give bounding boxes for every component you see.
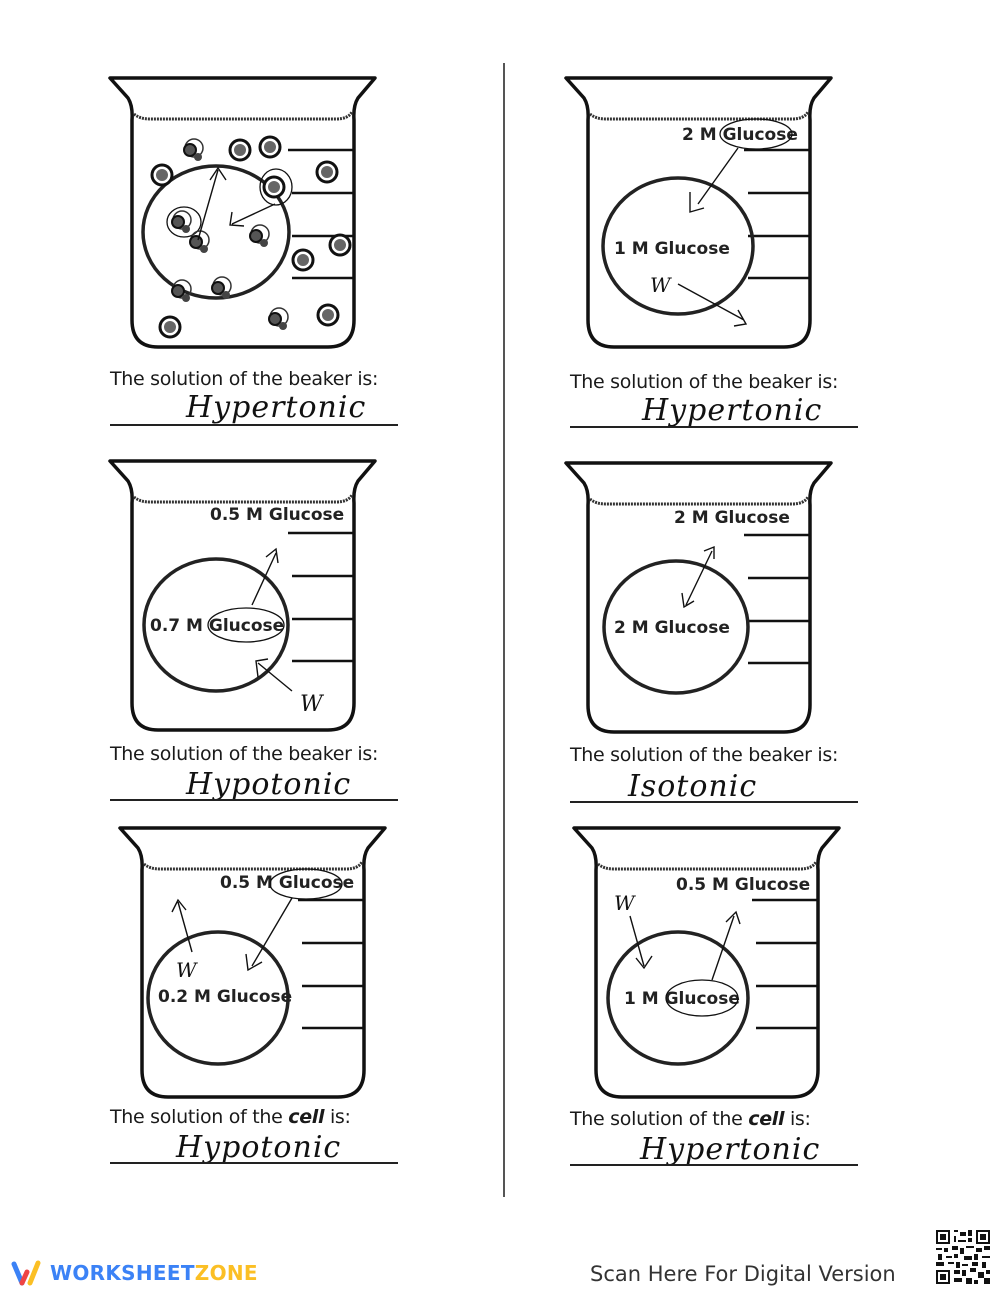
answer-line — [570, 1164, 858, 1166]
panel-beaker-4: 2 M Glucose 2 M Glucose The solution of … — [560, 447, 860, 827]
panel-beaker-5: 0.5 M Glucose 0.2 M Glucose W The soluti… — [100, 812, 400, 1192]
scan-caption: Scan Here For Digital Version — [590, 1262, 896, 1286]
answer-line — [570, 801, 858, 803]
handwritten-answer[interactable]: Hypertonic — [640, 1132, 821, 1167]
beaker-diagram-molecules — [108, 76, 377, 349]
prompt-subject: cell — [748, 1108, 785, 1130]
question-prompt: The solution of the cell is: — [570, 1108, 811, 1130]
answer-line — [110, 1162, 398, 1164]
outside-label: 0.5 M Glucose — [220, 873, 354, 893]
handwritten-answer[interactable]: Hypotonic — [186, 767, 352, 802]
qr-code-icon[interactable] — [934, 1228, 992, 1286]
handwritten-answer[interactable]: Hypotonic — [176, 1130, 342, 1165]
outside-label: 0.5 M Glucose — [676, 875, 810, 895]
panel-beaker-3: 0.5 M Glucose 0.7 M Glucose W The soluti… — [100, 445, 400, 825]
handwritten-answer[interactable]: Hypertonic — [642, 393, 823, 428]
panel-beaker-2: 2 M Glucose 1 M Glucose W The solution o… — [560, 60, 860, 440]
outside-label: 2 M Glucose — [674, 508, 790, 528]
panel-beaker-1: The solution of the beaker is: Hypertoni… — [100, 60, 400, 440]
outside-label: 0.5 M Glucose — [210, 505, 344, 525]
answer-line — [570, 426, 858, 428]
inside-label: 2 M Glucose — [614, 618, 730, 638]
inside-label: 1 M Glucose — [624, 989, 740, 1009]
question-prompt: The solution of the cell is: — [110, 1106, 351, 1128]
prompt-subject: beaker — [748, 744, 812, 766]
beaker-diagram: 2 M Glucose 2 M Glucose — [564, 461, 833, 734]
brand-logo[interactable]: WORKSHEETZONE — [10, 1258, 258, 1288]
answer-line — [110, 424, 398, 426]
beaker-diagram: 0.5 M Glucose 0.7 M Glucose W — [108, 459, 377, 732]
beaker-diagram: 0.5 M Glucose 1 M Glucose W — [572, 826, 841, 1099]
w-logo-icon — [11, 1260, 41, 1286]
question-prompt: The solution of the beaker is: — [110, 743, 379, 765]
prompt-subject: beaker — [748, 371, 812, 393]
beaker-diagram: 0.5 M Glucose 0.2 M Glucose W — [118, 826, 387, 1099]
prompt-subject: cell — [288, 1106, 325, 1128]
panel-beaker-6: 0.5 M Glucose 1 M Glucose W The solution… — [560, 812, 860, 1192]
water-mark: W — [614, 891, 636, 915]
outside-label: 2 M Glucose — [682, 125, 798, 145]
water-mark: W — [176, 958, 198, 982]
question-prompt: The solution of the beaker is: — [110, 368, 379, 390]
handwritten-answer[interactable]: Isotonic — [628, 769, 758, 804]
water-mark: W — [650, 273, 672, 297]
beaker-diagram: 2 M Glucose 1 M Glucose W — [564, 76, 833, 349]
water-mark: W — [300, 692, 325, 717]
column-divider — [503, 63, 505, 1197]
inside-label: 0.2 M Glucose — [158, 987, 292, 1007]
prompt-subject: beaker — [288, 368, 352, 390]
inside-label: 1 M Glucose — [614, 239, 730, 259]
question-prompt: The solution of the beaker is: — [570, 744, 839, 766]
prompt-subject: beaker — [288, 743, 352, 765]
brand-name-part1: WORKSHEET — [50, 1261, 195, 1285]
brand-name-part2: ZONE — [194, 1261, 258, 1285]
handwritten-answer[interactable]: Hypertonic — [186, 390, 367, 425]
question-prompt: The solution of the beaker is: — [570, 371, 839, 393]
inside-label: 0.7 M Glucose — [150, 616, 284, 636]
answer-line — [110, 799, 398, 801]
